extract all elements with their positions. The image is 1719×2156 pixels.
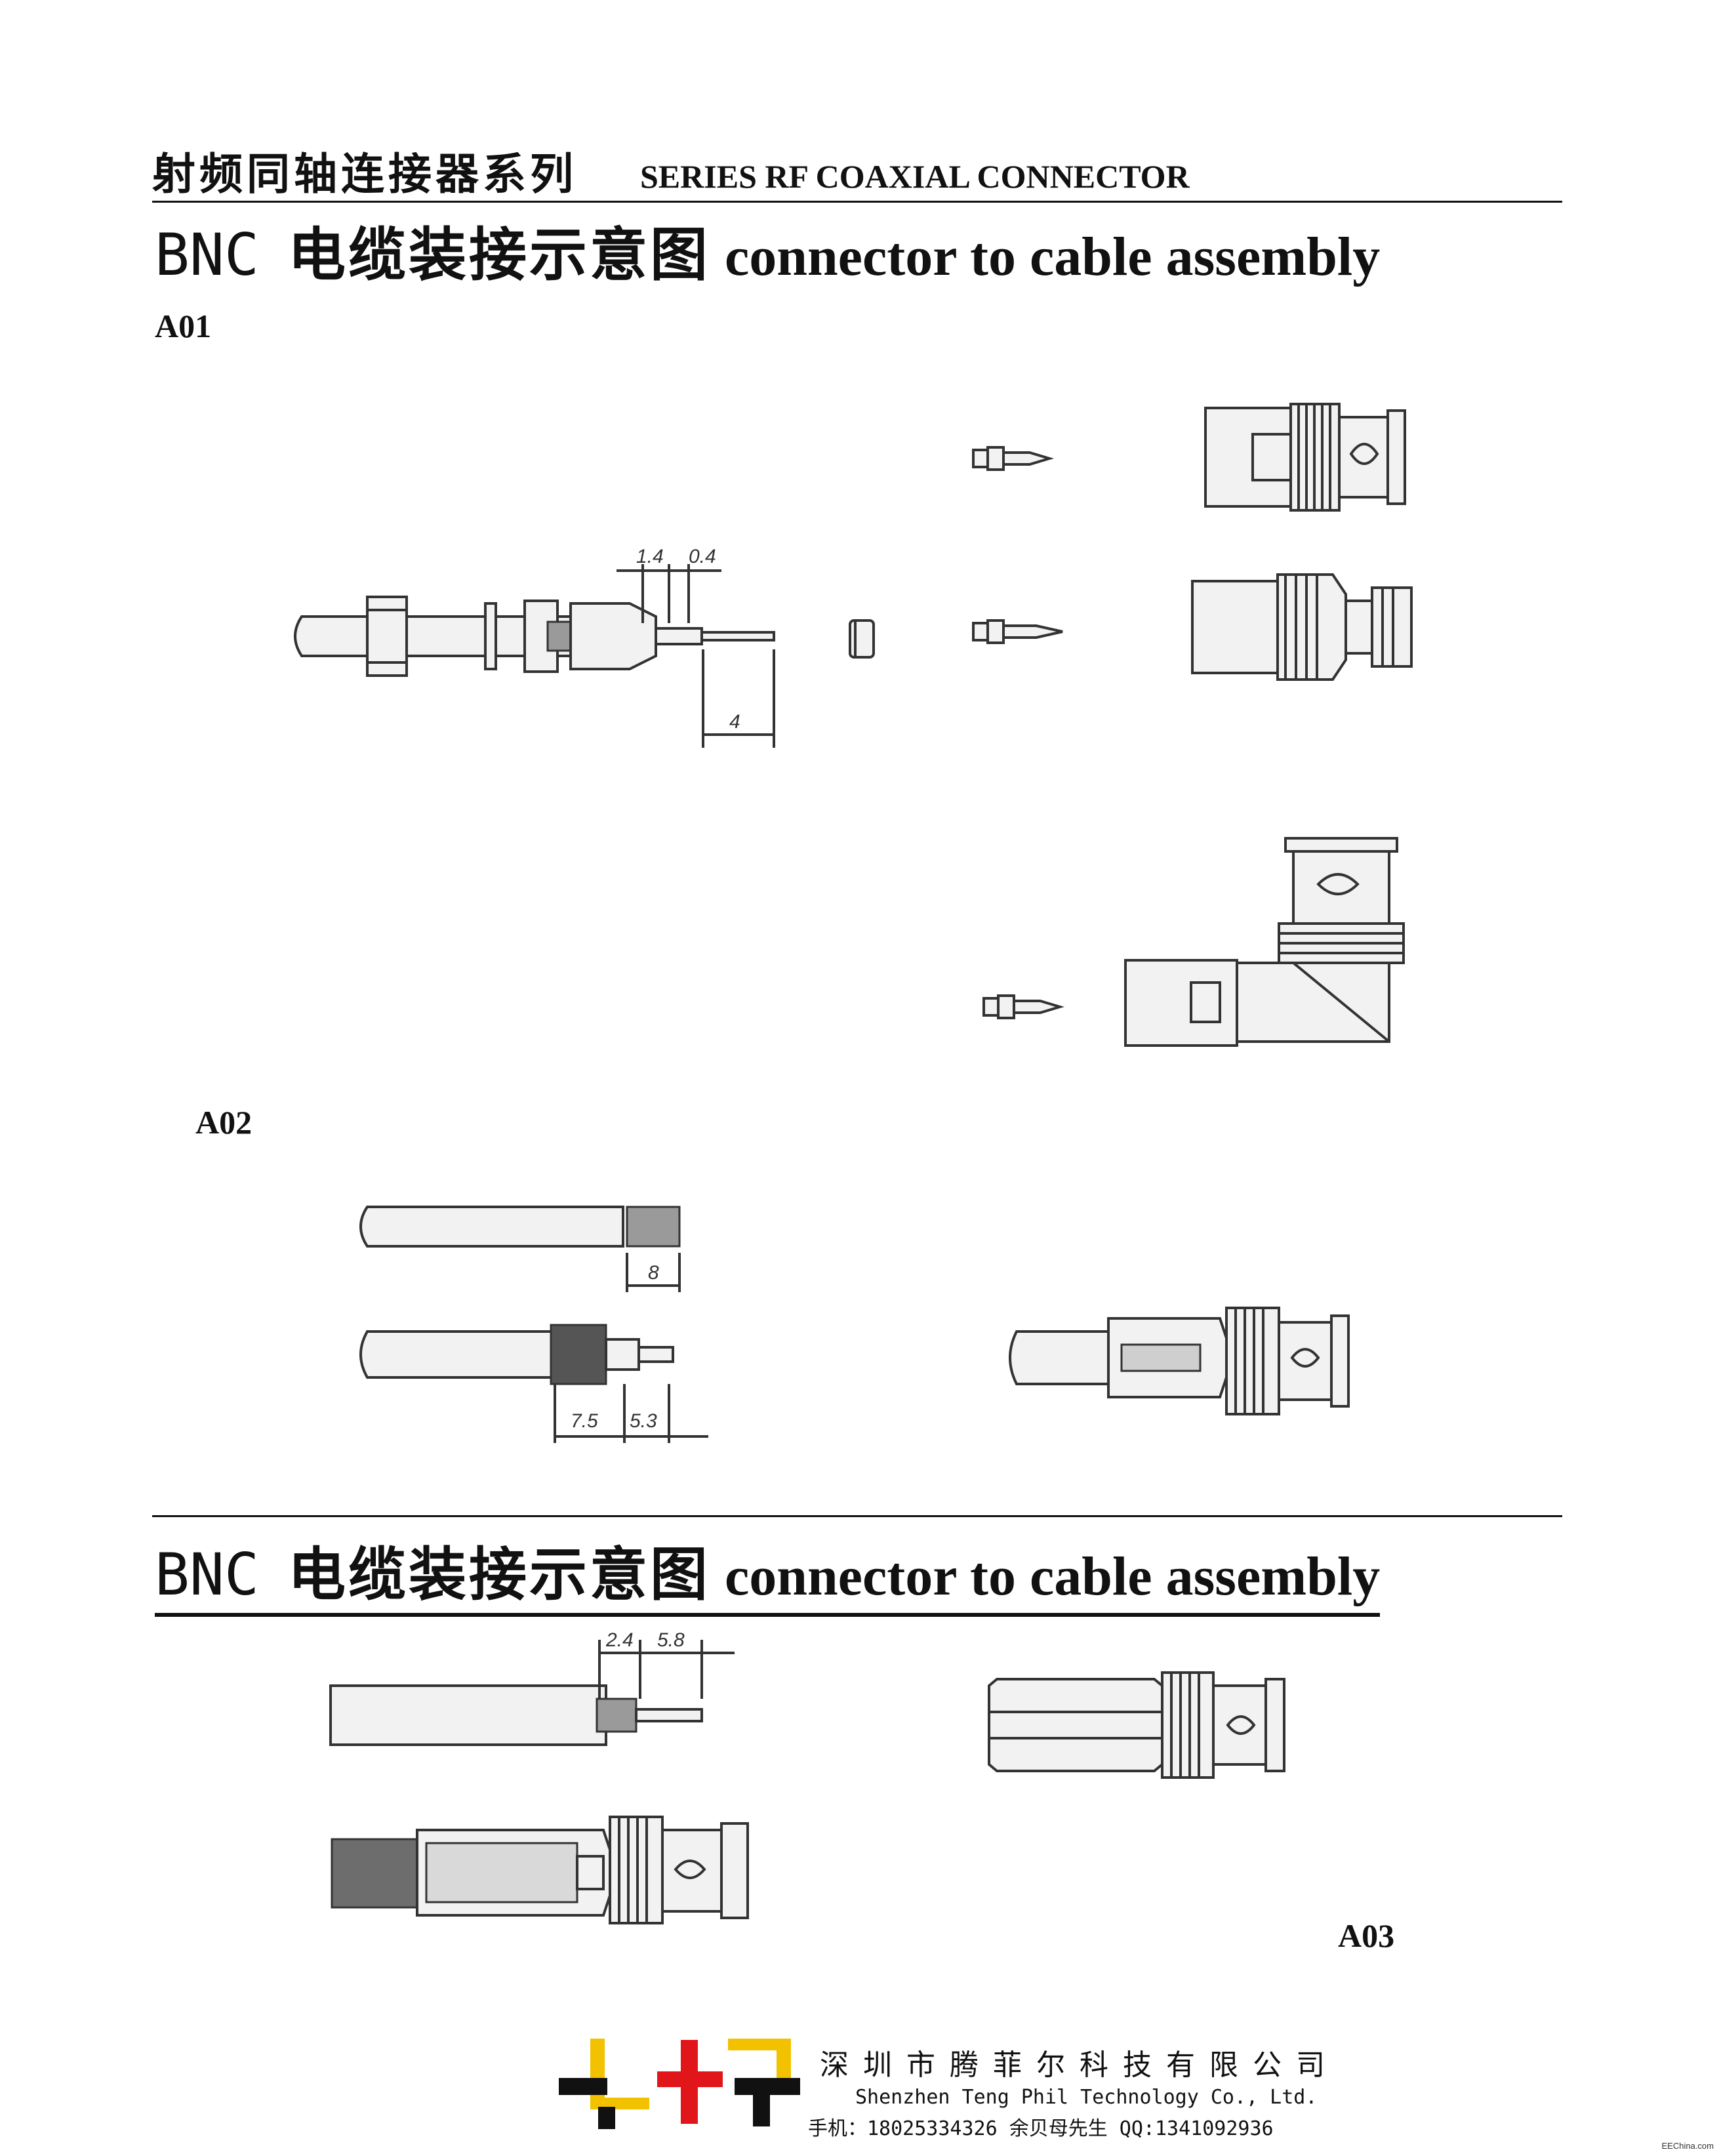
a02-cable-strip-drawing: 8 7.5 5.3: [354, 1194, 721, 1456]
company-logo: [559, 2039, 800, 2129]
a01-jack-drawing: [1188, 568, 1418, 686]
a01-pin-contact-1: [971, 442, 1056, 475]
series-title-en: SERIES RF COAXIAL CONNECTOR: [640, 158, 1190, 195]
a01-straight-plug-drawing: [1200, 401, 1410, 513]
a03-cable-strip-drawing: 2.4 5.8: [321, 1629, 780, 1758]
dim-0-4: 0.4: [689, 546, 716, 567]
dim-2-4: 2.4: [605, 1629, 634, 1651]
heading-title-en: connector to cable assembly: [724, 226, 1381, 287]
a01-right-angle-plug-drawing: [1122, 832, 1423, 1065]
a03-plug-assembled-drawing: [328, 1810, 761, 1928]
contact-info: 手机：18025334326 余贝母先生 QQ:1341092936: [808, 2117, 1274, 2140]
dim-7-5: 7.5: [571, 1410, 598, 1432]
section-rule: [152, 1515, 1562, 1517]
a03-plug-exploded-drawing: [984, 1666, 1299, 1784]
dim-1-4: 1.4: [636, 546, 664, 567]
heading-prefix: BNC: [155, 221, 259, 289]
dim-5-8: 5.8: [657, 1629, 685, 1651]
header-rule: [152, 201, 1562, 203]
figure-label-a01: A01: [155, 308, 212, 344]
heading-title-zh: 电缆装接示意图: [287, 224, 710, 288]
company-name-zh: 深圳市腾菲尔科技有限公司: [820, 2048, 1339, 2082]
heading-prefix: BNC: [155, 1541, 259, 1608]
dim-4: 4: [729, 711, 740, 733]
a01-pin-contact-2: [971, 615, 1069, 648]
dim-8: 8: [648, 1262, 659, 1284]
series-title-zh: 射频同轴连接器系列: [152, 151, 577, 199]
figure-label-a03: A03: [1338, 1917, 1395, 1954]
company-name-en: Shenzhen Teng Phil Technology Co., Ltd.: [855, 2086, 1318, 2109]
dim-5-3: 5.3: [630, 1410, 657, 1432]
a01-cable-strip-drawing: 1.4 0.4 4: [289, 546, 787, 754]
a01-pin-contact-3: [981, 990, 1066, 1023]
heading-title-zh: 电缆装接示意图: [287, 1544, 710, 1608]
a02-assembled-plug-drawing: [1003, 1299, 1358, 1423]
a01-ferrule-icon: [846, 617, 879, 662]
watermark: EEChina.com: [1661, 2141, 1714, 2151]
figure-label-a02: A02: [195, 1104, 253, 1141]
heading-title-en: connector to cable assembly: [724, 1546, 1381, 1607]
